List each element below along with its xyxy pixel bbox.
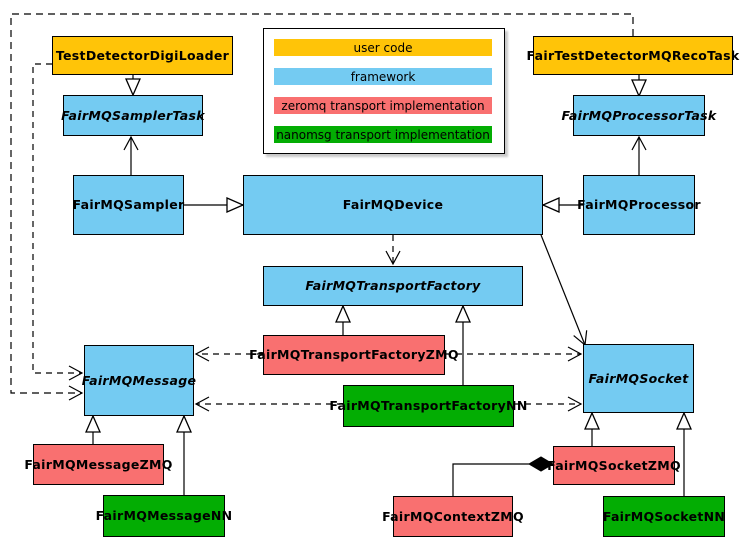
node-fairmqmessage: FairMQMessage <box>82 345 196 416</box>
node-fairmqprocessortask: FairMQProcessorTask <box>561 95 716 136</box>
node-testdetectordigiloader: TestDetectorDigiLoader <box>52 36 233 75</box>
composition-diamond-icon <box>528 456 554 472</box>
legend-item-user-code: user code <box>274 39 492 56</box>
node-fairmqsamplertask: FairMQSamplerTask <box>61 95 205 136</box>
legend: user code framework zeromq transport imp… <box>263 28 505 154</box>
node-fairmqtransportfactoryzmq: FairMQTransportFactoryZMQ <box>249 335 459 375</box>
node-fairmqtransportfactory: FairMQTransportFactory <box>263 266 523 306</box>
edge-fairmqsocketzmq-fairmqcontextzmq <box>452 463 529 496</box>
node-fairmqtransportfactorynn: FairMQTransportFactoryNN <box>329 385 527 427</box>
legend-item-nanomsg: nanomsg transport implementation <box>274 126 492 143</box>
node-fairmqmessagezmq: FairMQMessageZMQ <box>24 444 172 485</box>
node-fairmqmessagenn: FairMQMessageNN <box>96 495 232 537</box>
edge-testdetectordigiloader-fairmqmessage <box>32 63 84 381</box>
node-fairmqdevice: FairMQDevice <box>243 175 543 235</box>
node-fairmqcontextzmq: FairMQContextZMQ <box>382 496 524 537</box>
node-fairmqprocessor: FairMQProcessor <box>577 175 701 235</box>
edge-fairmqdevice-fairmqsocket <box>540 234 588 347</box>
node-fairtestdetectormqrecotask: FairTestDetectorMQRecoTask <box>527 36 739 75</box>
legend-item-framework: framework <box>274 68 492 85</box>
node-fairmqsampler: FairMQSampler <box>73 175 184 235</box>
node-fairmqsocketzmq: FairMQSocketZMQ <box>547 446 681 485</box>
node-fairmqsocketnn: FairMQSocketNN <box>603 496 725 537</box>
edge-fairtestdetectormqrecotask-fairmqmessage <box>10 13 634 401</box>
node-fairmqsocket: FairMQSocket <box>583 344 694 413</box>
legend-item-zeromq: zeromq transport implementation <box>274 97 492 114</box>
